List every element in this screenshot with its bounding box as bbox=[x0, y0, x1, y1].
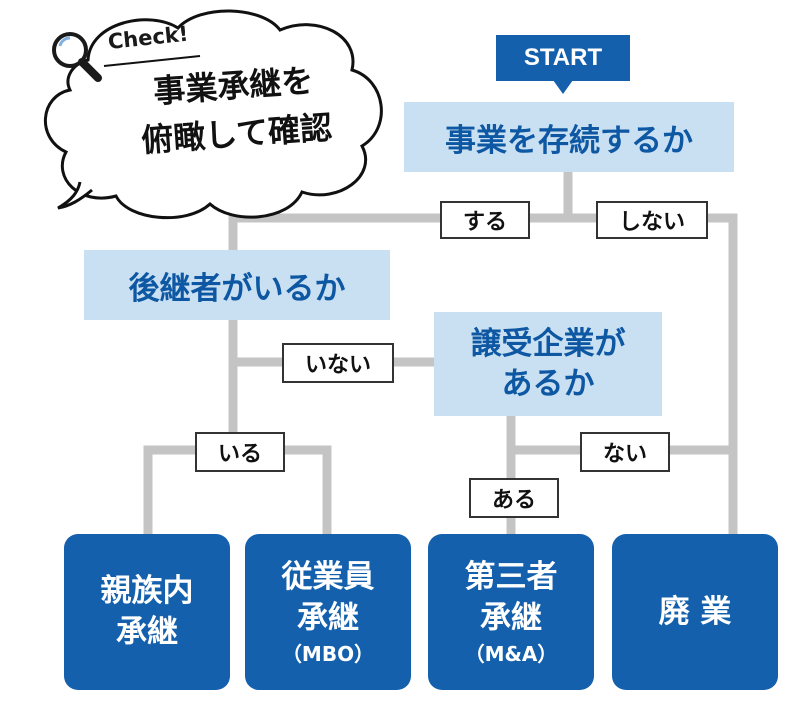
check-cloud bbox=[43, 9, 383, 220]
magnifier-icon bbox=[52, 32, 102, 82]
outcome-third-party-succession: 第三者 承継 （M&A） bbox=[428, 534, 594, 690]
outcome-main: 従業員 承継 bbox=[281, 559, 375, 636]
question-has-acquirer: 譲受企業が あるか bbox=[434, 312, 662, 416]
outcome-sub: （M&A） bbox=[464, 642, 558, 666]
edge-label-suru: する bbox=[440, 201, 530, 239]
outcome-main: 親族内 承継 bbox=[100, 573, 194, 650]
edge-label-iru: いる bbox=[195, 432, 285, 472]
question-has-successor: 後継者がいるか bbox=[84, 250, 390, 320]
edge-label-shinai: しない bbox=[596, 201, 708, 239]
edge-label-aru: ある bbox=[469, 478, 559, 518]
outcome-employee-succession: 従業員 承継 （MBO） bbox=[245, 534, 411, 690]
edge-label-inai: いない bbox=[282, 343, 394, 383]
outcome-sub: （MBO） bbox=[281, 642, 375, 666]
question-continue-business: 事業を存続するか bbox=[404, 102, 734, 172]
edge-label-nai: ない bbox=[580, 432, 670, 472]
outcome-family-succession: 親族内 承継 bbox=[64, 534, 230, 690]
start-label: START bbox=[496, 35, 630, 81]
outcome-main: 廃 業 bbox=[658, 593, 732, 630]
outcome-main: 第三者 承継 bbox=[464, 559, 558, 636]
outcome-closure: 廃 業 bbox=[612, 534, 778, 690]
start-arrow bbox=[553, 80, 573, 94]
cloud-title: 事業承継を 俯瞰して確認 bbox=[140, 61, 334, 160]
